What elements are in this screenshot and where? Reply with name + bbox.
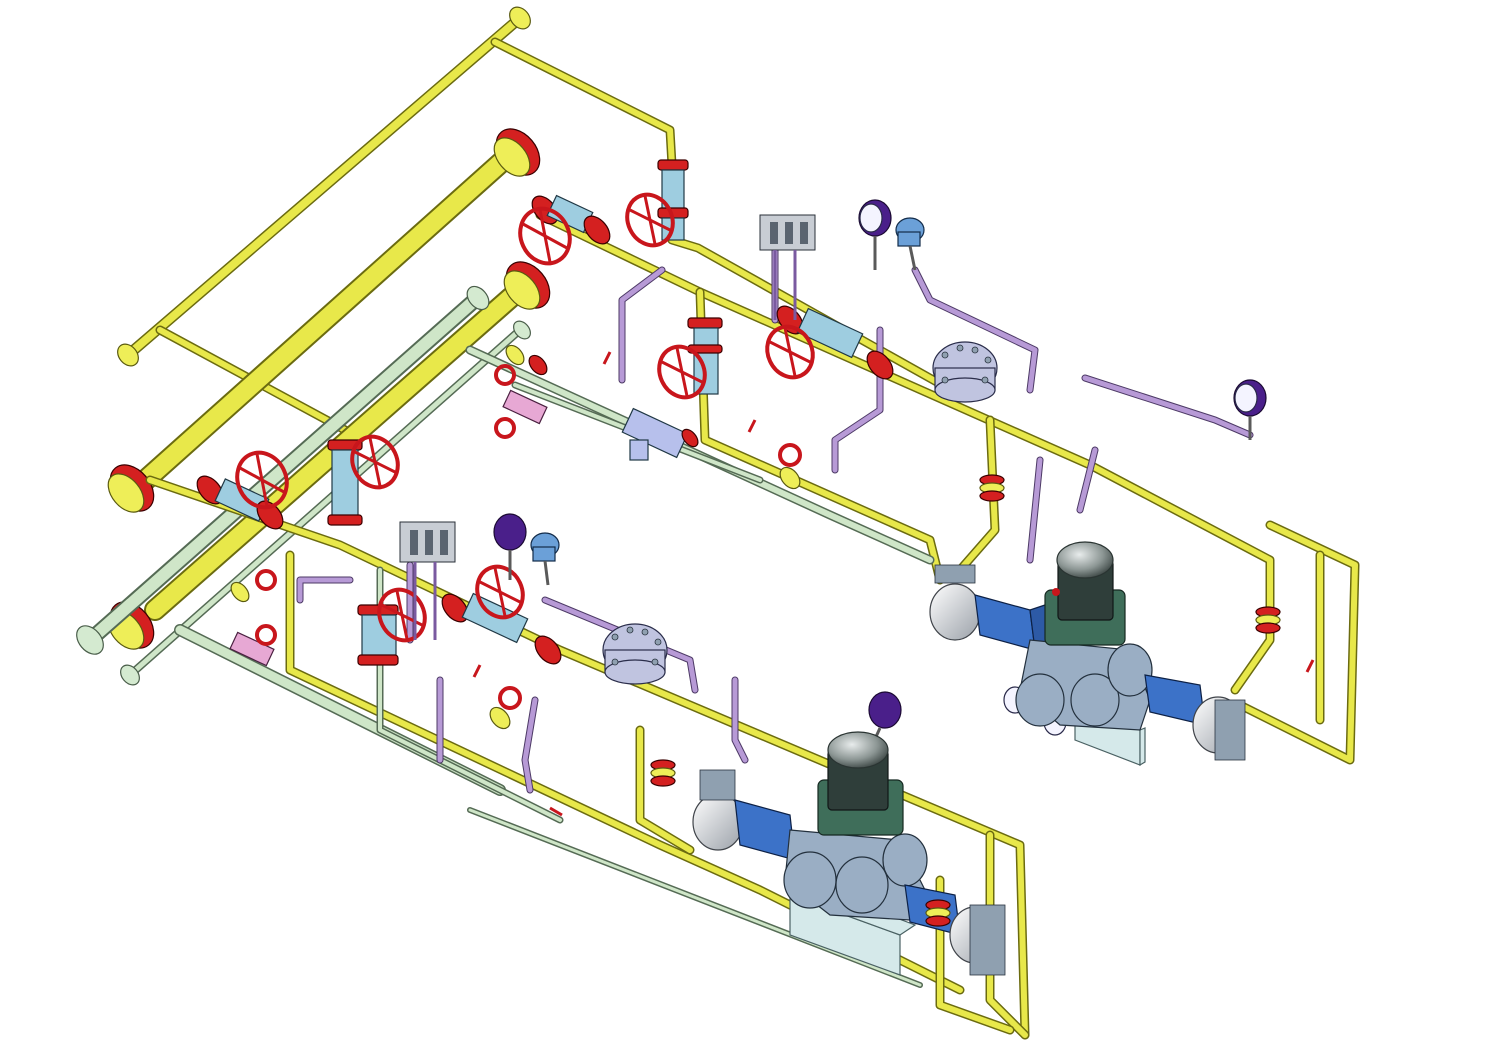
motor	[817, 731, 904, 836]
gate-valve-6[interactable]	[327, 429, 406, 526]
mechanical-seal-right	[1192, 696, 1246, 761]
gate-valve-7[interactable]	[437, 559, 566, 669]
pressure-gauge-icon	[493, 513, 527, 580]
top-header-flange	[117, 6, 531, 367]
return-header-flanges	[76, 285, 531, 686]
pressure-gauge-icon	[1233, 379, 1267, 440]
pressure-transmitter-icon	[895, 217, 925, 271]
orifice-flanges	[650, 474, 1281, 927]
handwheel-icon[interactable]	[511, 200, 578, 271]
motor	[1044, 541, 1126, 646]
filter-lower	[602, 623, 668, 685]
upper-return-line	[465, 345, 935, 565]
coupling-left	[974, 594, 1049, 651]
handwheel-icon[interactable]	[759, 319, 821, 385]
main-header-flanges-2	[107, 128, 541, 513]
gate-valve-8[interactable]	[357, 582, 433, 666]
ball-valves[interactable]	[472, 351, 1315, 817]
main-header-pipe-2	[129, 139, 526, 496]
gate-valve-1[interactable]	[619, 159, 689, 253]
pressure-gauge-icon	[858, 199, 892, 270]
pump-skid-lower	[692, 731, 1006, 976]
mechanical-seal-right	[949, 904, 1006, 976]
gate-valve-5[interactable]	[192, 444, 296, 533]
handwheel-icon[interactable]	[344, 429, 406, 495]
mechanical-seal-left	[929, 564, 981, 641]
small-valves[interactable]	[228, 342, 804, 732]
lower-branch-lines	[285, 550, 1030, 1040]
pressure-transmitter-icon	[530, 532, 560, 586]
manifold-upper	[759, 214, 816, 320]
pump-body	[1015, 639, 1153, 731]
gate-valve-3[interactable]	[651, 317, 723, 405]
upper-suction-line	[535, 210, 1275, 695]
pump-skid-upper	[929, 541, 1246, 767]
handwheel-icon[interactable]	[619, 187, 681, 253]
pump-body	[783, 829, 928, 921]
main-header-flanges-3	[107, 261, 551, 650]
handwheel-icon[interactable]	[228, 444, 295, 515]
handwheel-icon[interactable]	[469, 559, 531, 625]
y-strainer-upper	[621, 407, 699, 461]
coupling-left	[734, 799, 796, 861]
handwheel-icon[interactable]	[651, 339, 713, 405]
upper-discharge-line	[1235, 520, 1360, 765]
top-header-pipe-1	[122, 12, 526, 361]
mechanical-seal-left	[692, 769, 744, 851]
gate-valve-2[interactable]	[511, 191, 615, 271]
manifold-lower	[399, 521, 456, 640]
filter-upper	[932, 341, 998, 403]
